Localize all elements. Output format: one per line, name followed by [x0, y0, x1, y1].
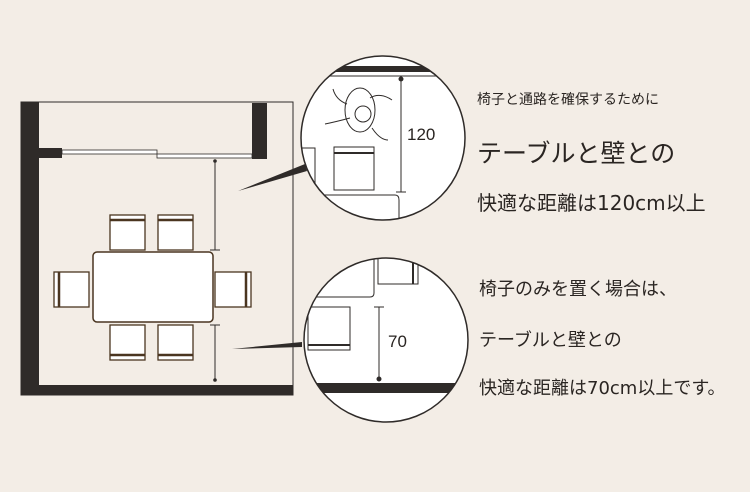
zoom-circle-70: 70	[303, 257, 469, 423]
bottom-wall	[21, 385, 293, 395]
right-wall-segment	[252, 103, 267, 159]
caption-2-line-1: 椅子のみを置く場合は、	[479, 279, 677, 300]
sliding-window	[61, 149, 158, 155]
chairs	[53, 214, 252, 361]
dining-table	[92, 251, 214, 323]
left-wall	[21, 102, 39, 395]
room-plan	[20, 101, 307, 396]
callout-pointer-1	[238, 164, 307, 191]
caption-2-line-3: 快適な距離は70cm以上です。	[479, 378, 726, 399]
person-icon	[324, 87, 393, 141]
dimension-label-120: 120	[407, 125, 435, 144]
caption-1-line-3: 快適な距離は120cm以上	[477, 191, 706, 215]
callout-pointer-2	[232, 342, 302, 349]
zoom-circle-120: 120	[300, 55, 466, 221]
caption-2-line-2: テーブルと壁との	[479, 330, 622, 351]
dimension-label-70: 70	[388, 332, 407, 351]
caption-1-line-1: 椅子と通路を確保するために	[477, 92, 659, 108]
caption-1-line-2: テーブルと壁との	[477, 139, 676, 168]
